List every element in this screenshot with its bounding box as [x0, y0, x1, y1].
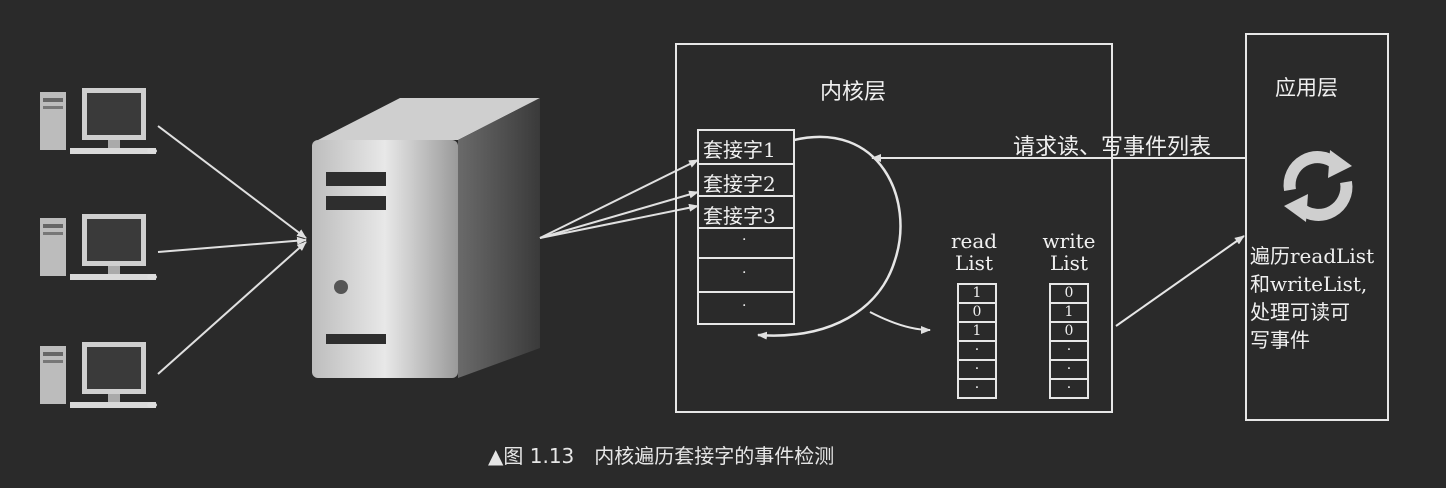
arrow-loop-to-readlist [869, 311, 931, 334]
client-computer-2 [40, 214, 157, 280]
write-list-cell: 0 [1064, 323, 1074, 339]
app-desc-line: 遍历readList [1250, 244, 1375, 268]
read-list-cell: · [974, 380, 980, 396]
app-desc-line: 写事件 [1250, 328, 1310, 352]
write-list-table [1049, 283, 1089, 399]
read-list-cell: · [974, 361, 980, 377]
client-computer-1 [40, 88, 157, 154]
refresh-cycle-icon [1283, 150, 1353, 222]
read-list-cell: 1 [972, 285, 982, 301]
write-list-cell: 1 [1064, 304, 1074, 320]
read-list-label: read List [950, 229, 998, 275]
write-list-cell: 0 [1064, 285, 1074, 301]
app-desc-line: 和writeList, [1250, 272, 1368, 296]
traversal-loop-arrow [757, 135, 902, 340]
write-list-cell: · [1066, 361, 1072, 377]
arrow-client1-server [157, 125, 307, 239]
read-list-cell: 0 [972, 304, 982, 320]
kernel-layer-title: 内核层 [820, 80, 887, 105]
app-desc-line: 处理可读可 [1250, 300, 1350, 324]
write-list-label: write List [1042, 229, 1096, 275]
write-list-cell: · [1066, 342, 1072, 358]
socket-3-label: 套接字3 [703, 204, 776, 228]
arrow-client2-server [157, 236, 307, 253]
desktop-computer-icon [40, 88, 157, 154]
read-list-cell: 1 [972, 323, 982, 339]
app-layer-description: 遍历readList 和writeList, 处理可读可 写事件 [1250, 242, 1390, 354]
socket-table [697, 129, 795, 325]
desktop-computer-icon [40, 214, 157, 280]
socket-ellipsis: · [742, 298, 747, 314]
read-list-table [957, 283, 997, 399]
desktop-computer-icon [40, 342, 157, 408]
arrow-server-socket3 [539, 203, 699, 239]
request-events-label: 请求读、写事件列表 [1013, 135, 1212, 160]
arrow-server-socket2 [539, 190, 699, 239]
app-layer-title: 应用层 [1275, 76, 1338, 100]
arrow-lists-to-app [1115, 235, 1245, 327]
app-layer-box [1245, 33, 1389, 421]
client-computer-3 [40, 342, 157, 408]
write-list-cell: · [1066, 380, 1072, 396]
kernel-layer-box [675, 43, 1113, 413]
socket-2-label: 套接字2 [703, 172, 776, 196]
arrow-client3-server [157, 241, 307, 375]
read-list-cell: · [974, 342, 980, 358]
arrow-server-socket1 [539, 159, 699, 239]
server-tower-icon [312, 98, 540, 378]
socket-ellipsis: · [742, 232, 747, 248]
socket-ellipsis: · [742, 265, 747, 281]
figure-caption: ▲图 1.13 内核遍历套接字的事件检测 [488, 444, 835, 468]
socket-1-label: 套接字1 [703, 138, 776, 162]
